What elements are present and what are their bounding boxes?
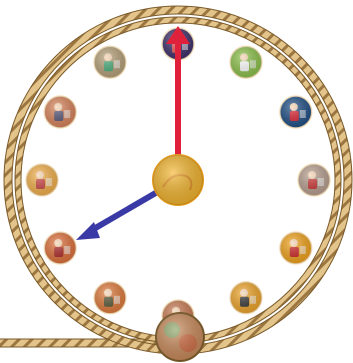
icon-activity-2	[280, 96, 312, 128]
rope-knot-medallion	[156, 313, 204, 361]
icon-activity-8	[44, 232, 76, 264]
icon-activity-1	[230, 46, 262, 78]
icon-activity-11	[94, 46, 126, 78]
clock-center-hub	[153, 155, 203, 205]
icon-activity-10	[44, 96, 76, 128]
icon-activity-9	[26, 164, 58, 196]
icon-activity-3	[298, 164, 330, 196]
icon-activity-7	[94, 282, 126, 314]
icon-activity-5	[230, 282, 262, 314]
icon-activity-4	[280, 232, 312, 264]
